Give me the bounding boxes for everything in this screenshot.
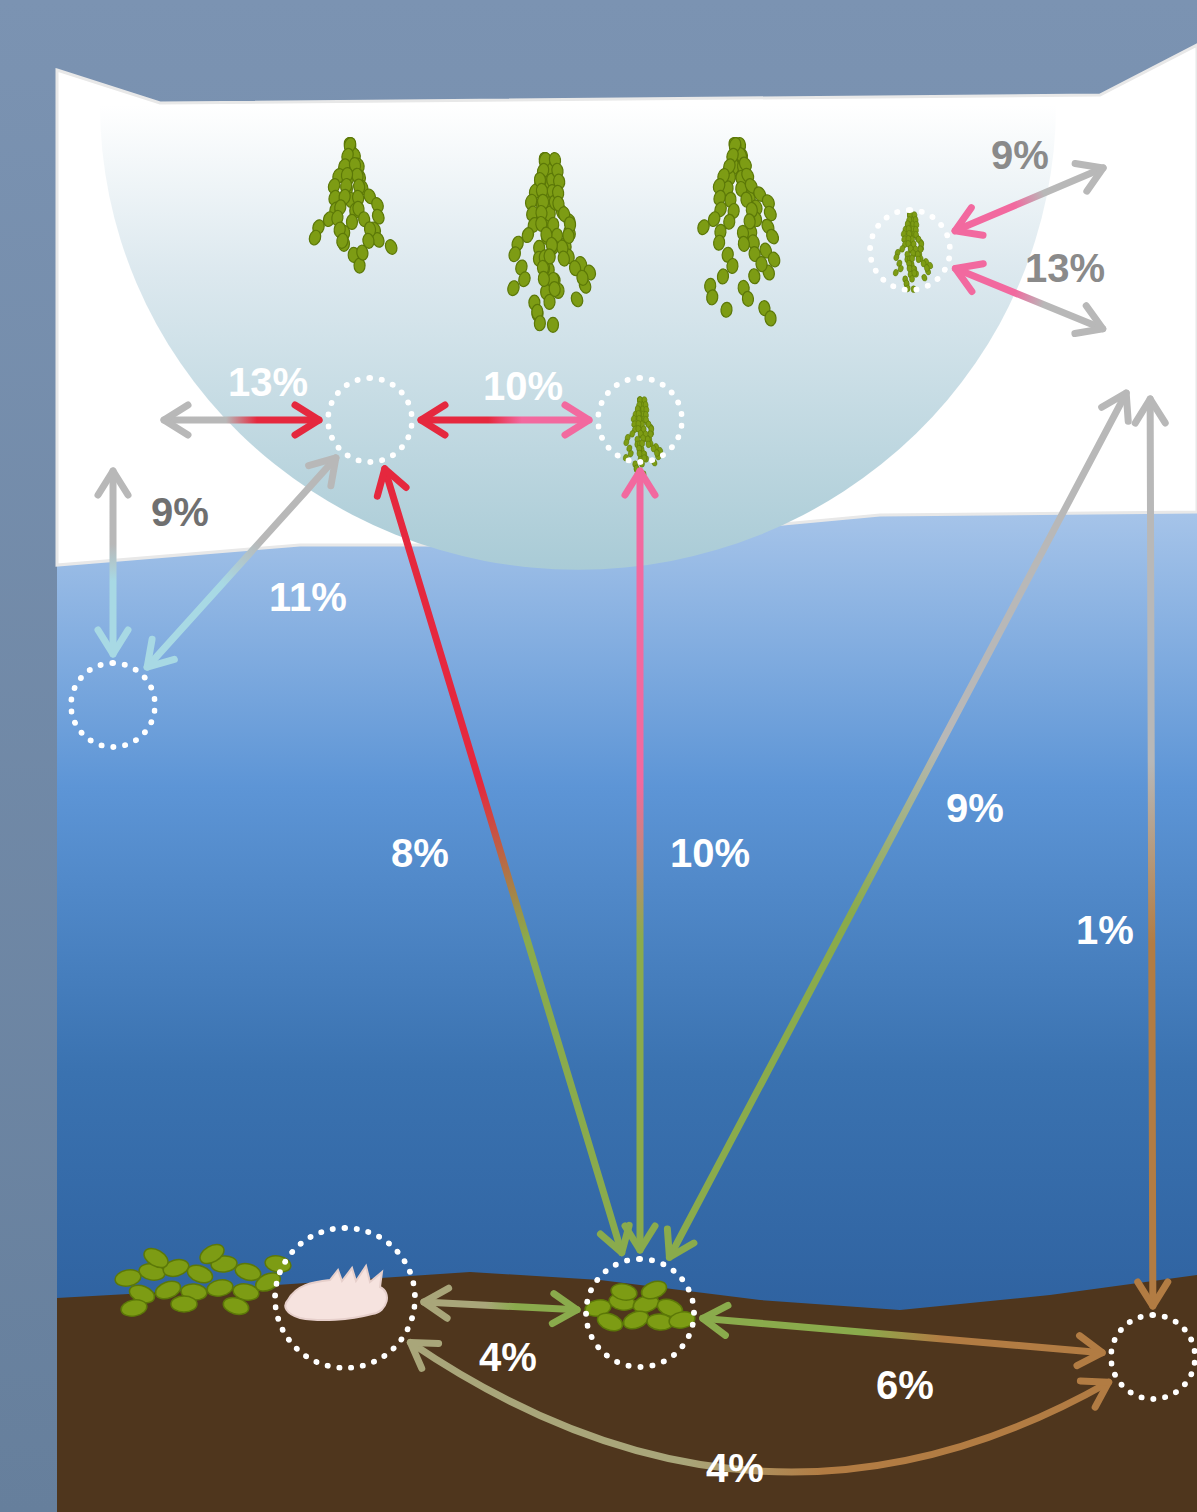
habitat-circle — [1105, 303, 1195, 393]
percentage-label: 1% — [1076, 910, 1134, 950]
algae-chains — [114, 136, 934, 1334]
percentage-label: 10% — [483, 366, 563, 406]
exchange-arrow — [1135, 399, 1168, 1306]
habitat-circle — [1108, 1312, 1197, 1402]
exchange-arrow — [424, 1288, 577, 1323]
habitat-circle — [595, 375, 685, 465]
percentage-label: 11% — [269, 577, 347, 617]
habitat-circle — [325, 375, 415, 465]
habitat-circle — [583, 1256, 697, 1370]
habitat-circle — [867, 207, 953, 293]
ice-brine-zone — [100, 105, 1056, 570]
percentage-label: 13% — [228, 362, 308, 402]
exchange-arrow — [421, 405, 589, 435]
habitat-circle — [68, 660, 158, 750]
percentage-label: 9% — [946, 788, 1004, 828]
habitat-circle — [272, 1225, 418, 1371]
habitat-circle — [68, 375, 158, 465]
percentage-label: 6% — [876, 1365, 934, 1405]
percentage-label: 9% — [151, 492, 209, 532]
exchange-arrow — [703, 1305, 1102, 1365]
percentage-label: 8% — [391, 833, 449, 873]
percentage-label: 9% — [991, 135, 1049, 175]
percentage-label: 13% — [1025, 248, 1105, 288]
percentage-label: 4% — [479, 1337, 537, 1377]
benthic-animal — [285, 1266, 387, 1320]
exchange-arrow — [164, 405, 319, 435]
exchange-arrow — [98, 471, 128, 654]
exchange-arrow — [625, 471, 655, 1250]
percentage-label: 10% — [670, 833, 750, 873]
exchange-arrow — [147, 458, 336, 667]
percentage-label: 4% — [706, 1448, 764, 1488]
sediment — [57, 1272, 1197, 1512]
habitat-circle — [1105, 103, 1195, 193]
exchange-arrow — [377, 469, 629, 1253]
exchange-arrow — [667, 393, 1128, 1257]
sea-water — [57, 500, 1197, 1320]
